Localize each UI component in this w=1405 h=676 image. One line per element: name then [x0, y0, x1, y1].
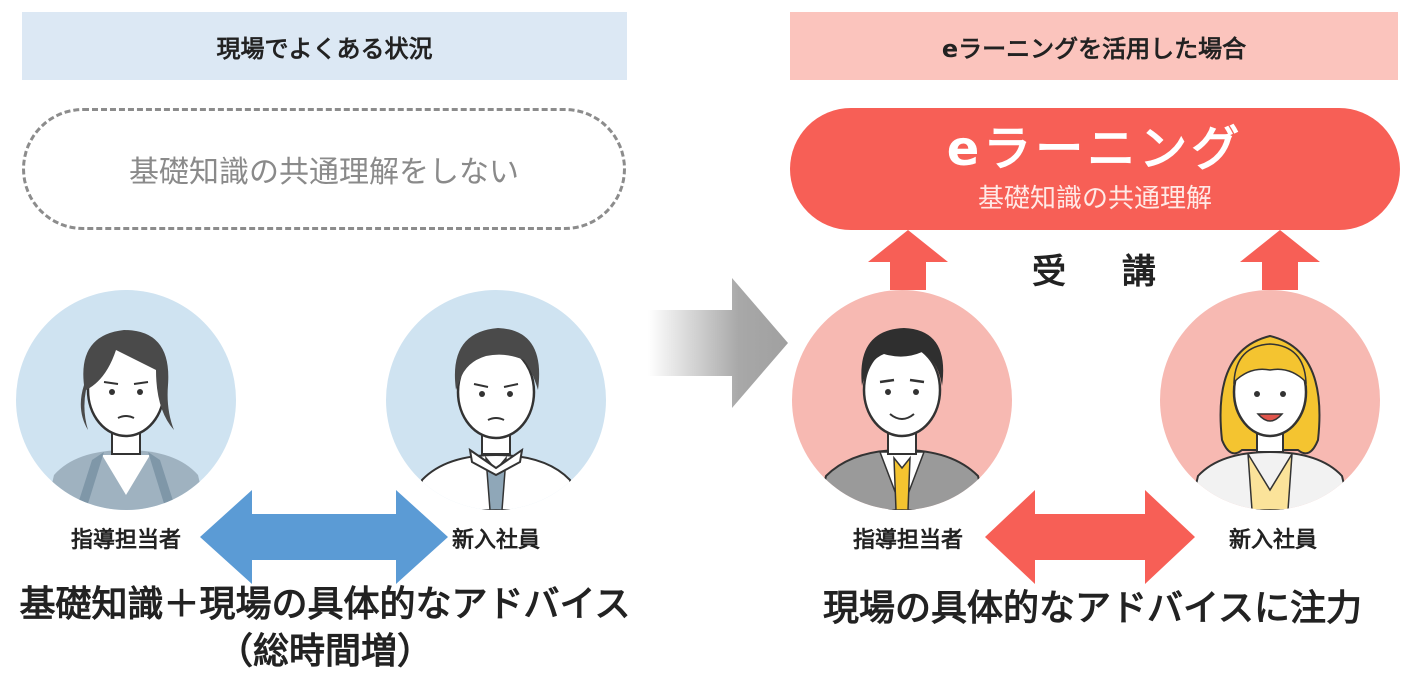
- left-instructor-label: 指導担当者: [70, 528, 181, 553]
- elearning-pill: eラーニング 基礎知識の共通理解: [790, 108, 1400, 230]
- up-arrow-left-icon: [868, 230, 948, 290]
- right-new-employee-avatar: [1160, 290, 1380, 510]
- right-new-employee-label: 新入社員: [1228, 528, 1317, 553]
- left-caption-line2: （総時間増）: [216, 630, 433, 672]
- attend-course-label: 受 講: [1032, 252, 1178, 292]
- up-arrow-right-icon: [1240, 230, 1320, 290]
- right-instructor-avatar: [792, 290, 1012, 510]
- left-new-employee-label: 新入社員: [451, 528, 540, 553]
- left-caption-line1: 基礎知識＋現場の具体的なアドバイス: [19, 584, 631, 625]
- right-caption: 現場の具体的なアドバイスに注力: [823, 588, 1362, 629]
- elearning-subtitle: 基礎知識の共通理解: [977, 183, 1212, 214]
- no-shared-knowledge-note: 基礎知識の共通理解をしない: [22, 108, 626, 230]
- left-panel-header: 現場でよくある状況: [22, 12, 627, 80]
- left-new-employee-avatar: [386, 290, 606, 510]
- elearning-title: eラーニング: [946, 121, 1244, 178]
- blue-double-arrow-icon: [200, 490, 448, 584]
- transition-arrow-icon: [648, 278, 788, 408]
- left-caption: 基礎知識＋現場の具体的なアドバイス （総時間増）: [0, 582, 650, 676]
- right-panel-header: eラーニングを活用した場合: [790, 12, 1398, 80]
- left-instructor-avatar: [16, 290, 236, 510]
- right-instructor-label: 指導担当者: [852, 528, 963, 553]
- no-shared-knowledge-text: 基礎知識の共通理解をしない: [129, 155, 519, 190]
- red-double-arrow-icon: [985, 490, 1195, 584]
